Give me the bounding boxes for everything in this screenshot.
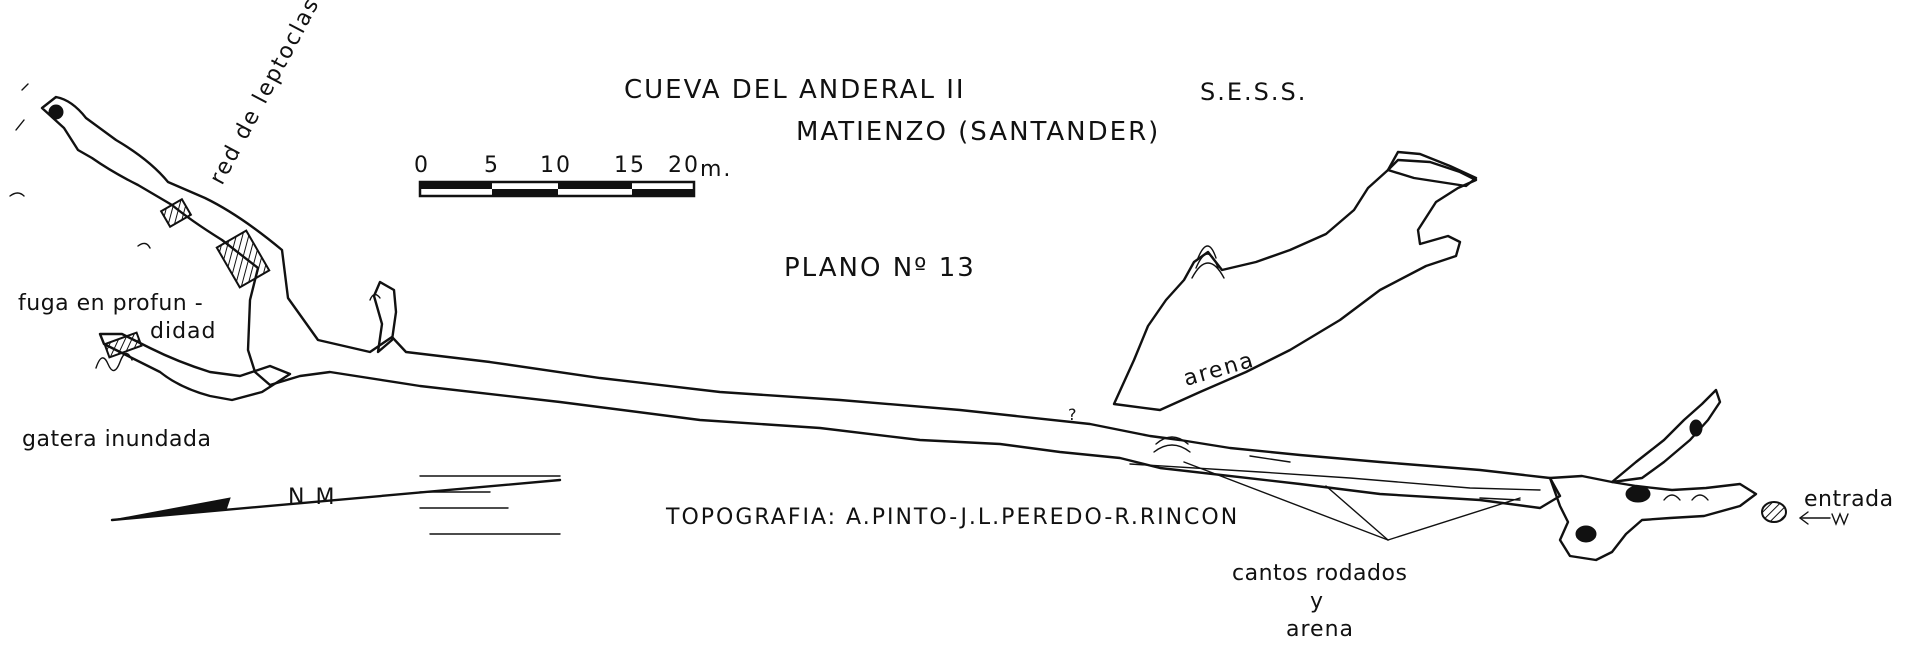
label-arena-chamber: arena bbox=[1181, 348, 1258, 392]
hatched-block bbox=[159, 197, 193, 229]
hatched-block bbox=[1761, 501, 1787, 523]
map-location: MATIENZO (SANTANDER) bbox=[796, 117, 1160, 147]
scale-tick-20: 20 bbox=[668, 153, 700, 178]
water-icon bbox=[9, 83, 381, 372]
north-arrow-icon bbox=[110, 475, 562, 535]
hatched-block bbox=[103, 331, 143, 359]
stream-arrow-icon bbox=[1798, 511, 1849, 526]
label-fuga-line1: fuga en profun - bbox=[18, 291, 203, 316]
plan-number: PLANO Nº 13 bbox=[784, 253, 976, 283]
label-cantos-line1: cantos rodados bbox=[1232, 561, 1407, 586]
club-name: S.E.S.S. bbox=[1200, 78, 1307, 106]
scale-tick-15: 15 bbox=[614, 153, 646, 178]
label-question-mark: ? bbox=[1068, 405, 1077, 424]
scale-tick-0: 0 bbox=[414, 153, 430, 178]
block-icon bbox=[1575, 525, 1597, 543]
stalagmite-icon bbox=[1153, 245, 1709, 501]
chimney-alcove-passage bbox=[372, 280, 398, 354]
main-gallery-passage bbox=[40, 95, 1562, 510]
label-leptoclasas: red de leptoclasas bbox=[205, 0, 338, 189]
scale-bar bbox=[418, 180, 696, 198]
label-entrada: entrada bbox=[1804, 487, 1894, 512]
arena-chamber-spur bbox=[1386, 150, 1478, 188]
block-icon bbox=[1689, 419, 1703, 437]
label-cantos-line3: arena bbox=[1286, 617, 1354, 642]
survey-credits: TOPOGRAFIA: A.PINTO-J.L.PEREDO-R.RINCON bbox=[665, 505, 1239, 530]
north-arrow-label: N M bbox=[288, 485, 336, 510]
scale-unit: m. bbox=[700, 157, 732, 182]
entrance-chamber bbox=[1548, 474, 1758, 562]
block-icon bbox=[1625, 485, 1651, 503]
leader-lines bbox=[1183, 461, 1521, 541]
label-fuga-line2: didad bbox=[150, 319, 217, 344]
gatera-branch-passage bbox=[98, 332, 292, 402]
arena-chamber bbox=[1112, 158, 1478, 412]
block-icon bbox=[48, 104, 64, 120]
map-title: CUEVA DEL ANDERAL II bbox=[624, 75, 966, 105]
upper-right-branch bbox=[1610, 388, 1722, 484]
hatched-block bbox=[215, 229, 271, 289]
label-cantos-line2: y bbox=[1310, 589, 1325, 614]
label-gatera: gatera inundada bbox=[22, 427, 211, 452]
scale-tick-5: 5 bbox=[484, 153, 500, 178]
scale-tick-10: 10 bbox=[540, 153, 572, 178]
